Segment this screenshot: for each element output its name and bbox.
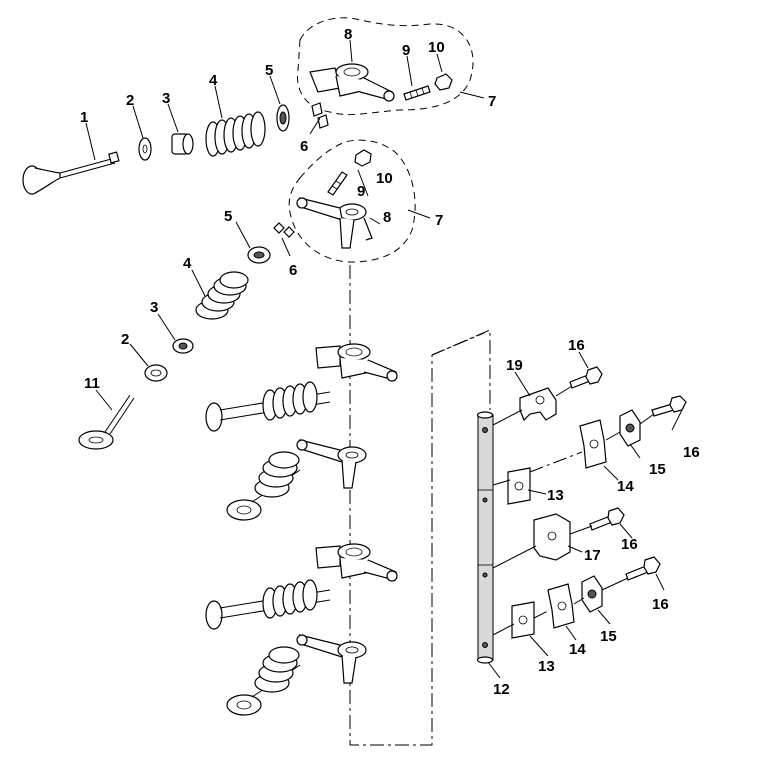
plate-15-bottom: [581, 575, 603, 613]
seal-3-lower: [172, 338, 194, 354]
callout-5-mid: 5: [224, 208, 232, 225]
spring-4-lower: [195, 271, 249, 320]
bolt-16-lower: [625, 556, 661, 581]
adjusting-screw-9: [403, 85, 431, 101]
assembled-valve-sets: [205, 343, 398, 716]
bracket-19: [519, 387, 557, 422]
rocker-shaft-12: [476, 411, 494, 664]
bolt-16-mid: [589, 507, 625, 531]
bolt-16-top: [569, 366, 603, 389]
callout-14-top: 14: [617, 478, 634, 495]
keepers-6-lower: [273, 222, 295, 238]
callout-12: 12: [493, 681, 510, 698]
washer-2: [138, 137, 152, 161]
assembled-set-4: [226, 634, 367, 716]
callout-5-top: 5: [265, 62, 273, 79]
nut-10-lower: [354, 149, 372, 167]
callout-16-right: 16: [683, 444, 700, 461]
callout-9-mid: 9: [357, 183, 365, 200]
callout-13-bottom: 13: [538, 658, 555, 675]
callout-15-top: 15: [649, 461, 666, 478]
callout-labels: 1 2 3 4 5 6 7 8 9 10 10 9 8 7 5 6 4 3 2 …: [80, 26, 700, 698]
callout-16-lower: 16: [652, 596, 669, 613]
rocker-arm-8-lower: [296, 197, 373, 249]
callout-9-top: 9: [402, 42, 410, 59]
callout-3-top: 3: [162, 90, 170, 107]
assembled-set-1: [205, 343, 398, 432]
clip-13-bottom: [511, 601, 535, 639]
valve-1: [22, 151, 120, 195]
bracket-17: [533, 513, 571, 561]
top-valve-assembly: [22, 17, 485, 195]
assembled-set-2: [226, 439, 367, 521]
callout-1: 1: [80, 109, 88, 126]
adjusting-screw-9-lower: [327, 171, 348, 196]
callout-6-mid: 6: [289, 262, 297, 279]
callout-2-top: 2: [126, 92, 134, 109]
keepers-6: [311, 102, 329, 129]
clip-14-bottom: [547, 583, 575, 629]
callout-4-mid: 4: [183, 255, 192, 272]
callout-19: 19: [506, 357, 523, 374]
nut-10: [434, 73, 453, 91]
callout-10-top: 10: [428, 39, 445, 56]
callout-3-mid: 3: [150, 299, 158, 316]
callout-4-top: 4: [209, 72, 218, 89]
callout-17: 17: [584, 547, 601, 564]
clip-14-top: [579, 419, 607, 469]
callout-10-mid: 10: [376, 170, 393, 187]
callout-16-mid: 16: [621, 536, 638, 553]
retainer-5: [276, 104, 290, 132]
middle-valve-assembly: [78, 139, 431, 450]
callout-7-mid: 7: [435, 212, 443, 229]
callout-2-mid: 2: [121, 331, 129, 348]
callout-11: 11: [84, 375, 100, 392]
washer-2-lower: [144, 364, 168, 382]
callout-8-top: 8: [344, 26, 352, 43]
callout-16-top: 16: [568, 337, 585, 354]
callout-14-bottom: 14: [569, 641, 586, 658]
plate-15-top: [619, 409, 641, 447]
assembly-lines: [349, 265, 491, 746]
rocker-arm-8: [309, 63, 395, 102]
valve-11: [78, 394, 135, 450]
assembled-set-3: [205, 543, 398, 630]
rocker-shaft-assembly: [476, 351, 687, 679]
spring-4: [205, 111, 266, 157]
callout-8-mid: 8: [383, 209, 391, 226]
retainer-5-lower: [247, 246, 271, 264]
seal-3: [171, 133, 194, 155]
callout-13-top: 13: [547, 487, 564, 504]
callout-6-top: 6: [300, 138, 308, 155]
clip-13-top: [507, 467, 531, 505]
callout-15-bottom: 15: [600, 628, 617, 645]
callout-7-top: 7: [488, 93, 496, 110]
